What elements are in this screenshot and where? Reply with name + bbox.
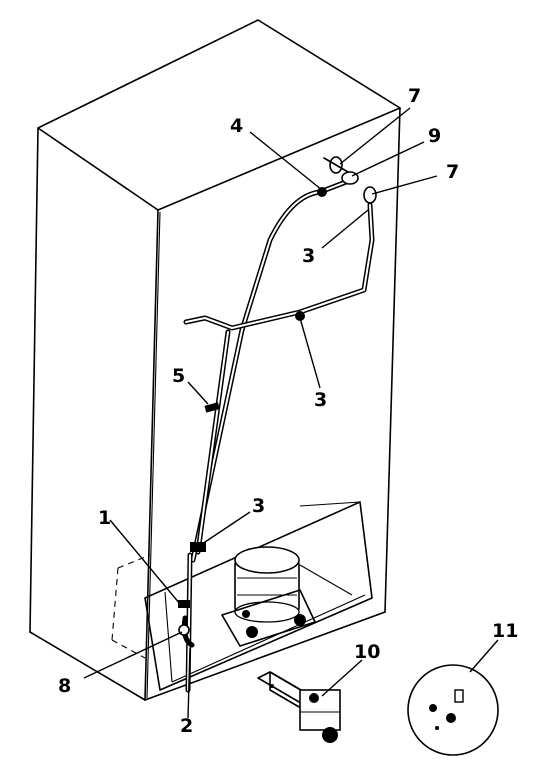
- callout-7-top: 7: [408, 85, 421, 107]
- refrigerator-cabinet: [29, 19, 401, 701]
- callout-4: 4: [230, 115, 243, 137]
- callout-7-right: 7: [446, 161, 459, 183]
- callout-2: 2: [180, 715, 193, 737]
- parts-kit: [407, 664, 499, 756]
- callout-5: 5: [172, 365, 185, 387]
- callout-3-lower: 3: [252, 495, 265, 517]
- callout-3-middle: 3: [314, 389, 327, 411]
- callout-labels: 7 4 9 7 3 3 5 1 3 10 11 8 2: [58, 85, 518, 737]
- callout-1: 1: [98, 507, 111, 529]
- callout-leaders: [83, 107, 499, 719]
- callout-8: 8: [58, 675, 71, 697]
- callout-9: 9: [428, 125, 441, 147]
- water-valve: [257, 671, 341, 743]
- callout-11: 11: [492, 620, 518, 642]
- callout-10: 10: [354, 641, 380, 663]
- compressor: [221, 546, 316, 647]
- callout-3-upper: 3: [302, 245, 315, 267]
- fittings-top: [323, 156, 377, 204]
